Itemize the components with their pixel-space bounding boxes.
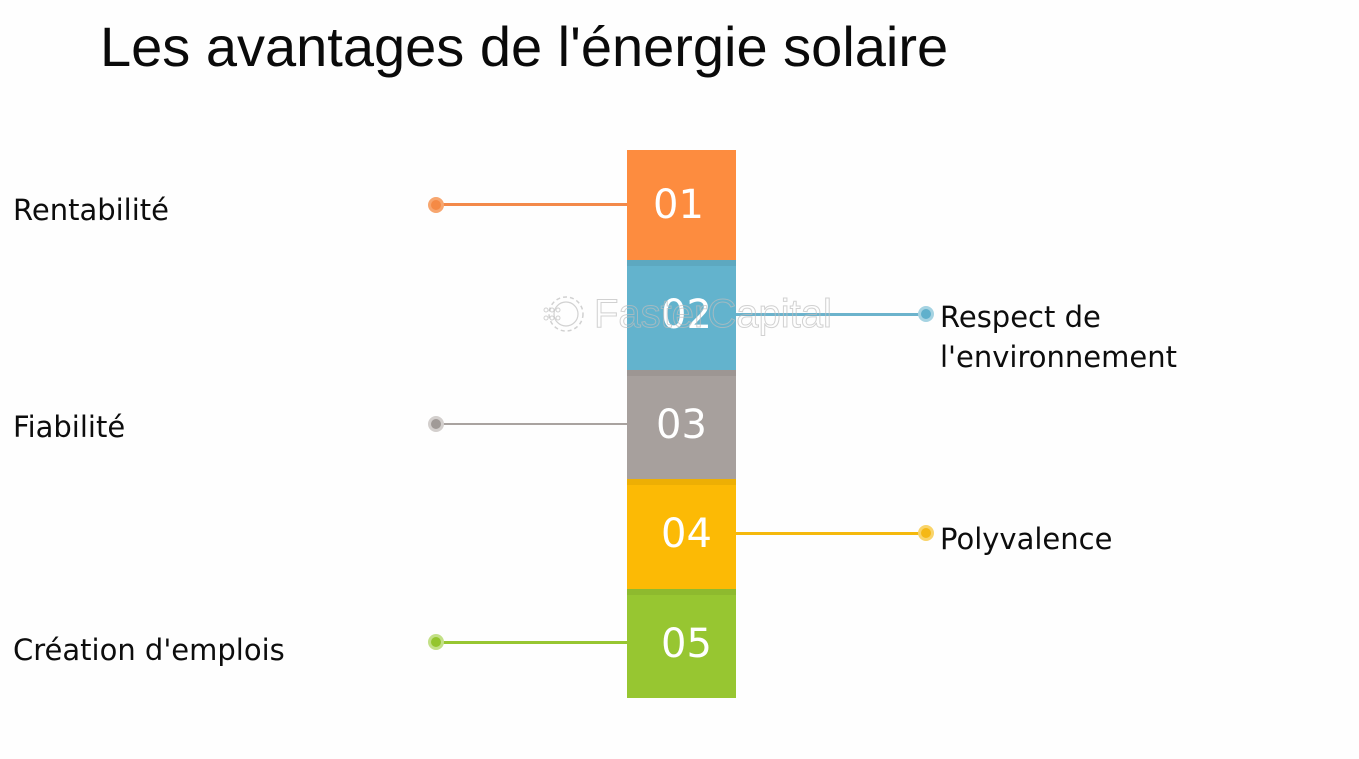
step-block-02: 02 bbox=[627, 260, 736, 370]
step-block-04: 04 bbox=[627, 479, 736, 589]
connector-dot-02 bbox=[918, 306, 934, 322]
connector-dot-01 bbox=[428, 197, 444, 213]
step-number: 03 bbox=[656, 401, 707, 448]
label-creation-emplois: Création d'emplois bbox=[13, 633, 285, 667]
connector-line-03 bbox=[440, 423, 630, 425]
connector-dot-03 bbox=[428, 416, 444, 432]
connector-line-01 bbox=[440, 203, 630, 206]
connector-line-02 bbox=[734, 313, 924, 316]
step-number: 01 bbox=[653, 182, 704, 228]
step-number: 02 bbox=[661, 292, 712, 338]
connector-line-04 bbox=[734, 532, 924, 535]
page-title: Les avantages de l'énergie solaire bbox=[100, 15, 949, 78]
step-number: 04 bbox=[661, 511, 712, 557]
label-respect-environnement-line1: Respect de bbox=[940, 300, 1101, 334]
label-fiabilite: Fiabilité bbox=[13, 410, 126, 444]
step-number: 05 bbox=[661, 620, 712, 667]
connector-line-05 bbox=[440, 641, 630, 644]
step-block-03: 03 bbox=[627, 370, 736, 479]
step-block-01: 01 bbox=[627, 150, 736, 260]
label-respect-environnement-line2: l'environnement bbox=[940, 340, 1177, 374]
step-block-05: 05 bbox=[627, 589, 736, 698]
label-polyvalence: Polyvalence bbox=[940, 522, 1113, 556]
connector-dot-04 bbox=[918, 525, 934, 541]
gear-logo-icon bbox=[543, 296, 584, 332]
connector-dot-05 bbox=[428, 634, 444, 650]
label-rentabilite: Rentabilité bbox=[13, 193, 170, 227]
